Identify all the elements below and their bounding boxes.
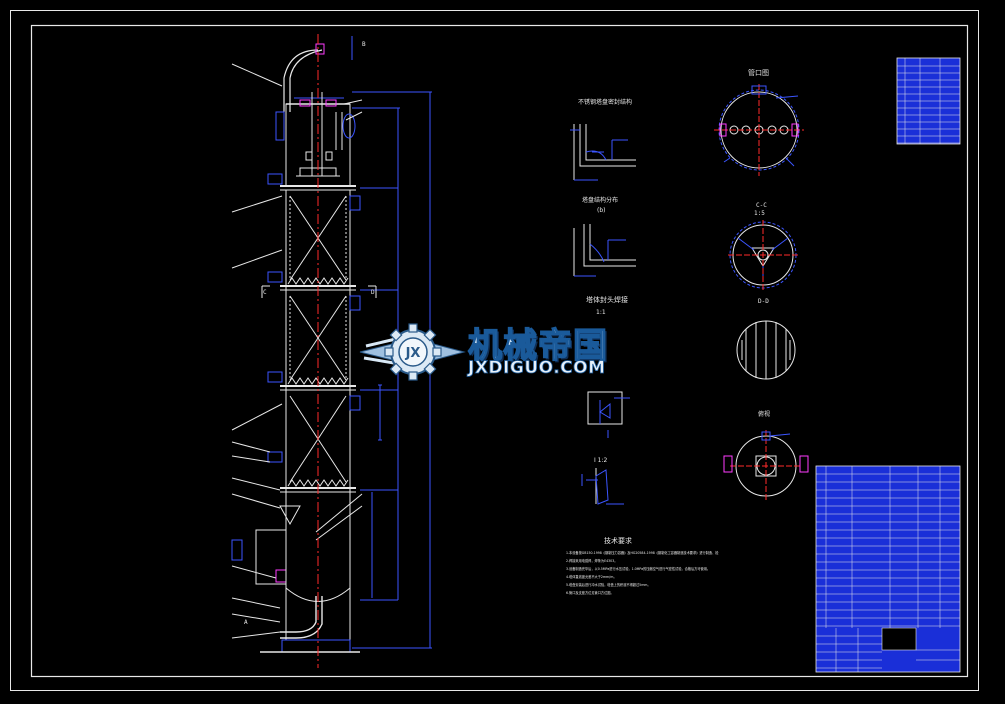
label-c: C (263, 289, 267, 296)
section-cc-scale: 1:5 (754, 210, 765, 217)
tech-line-5: 5.塔盘安装后进行冲水试验，塔盘上的积液不得超过5mm。 (566, 582, 651, 587)
tech-line-6: 6.管口及支座方位见管口方位图。 (566, 590, 614, 595)
section-dd-title: D-D (758, 298, 769, 305)
watermark-logo-text: JX (405, 346, 421, 361)
tech-line-4: 4.塔体直线度允差不大于2mm/m。 (566, 574, 617, 579)
label-d: D (371, 289, 375, 296)
detail4-title: I 1:2 (594, 457, 608, 464)
watermark-cn: 机械帝国 (467, 325, 608, 366)
tech-line-2: 2.焊接采用电弧焊，焊条为E4303。 (566, 558, 617, 563)
nozzle-view-title: 管口图 (748, 68, 769, 77)
watermark: JX 机械帝国 JXDIGUO.COM (356, 318, 656, 386)
tech-title: 技术要求 (604, 536, 632, 545)
parts-list-table (815, 465, 961, 673)
detail3-title: 塔体封头焊接 (586, 295, 628, 304)
detail-views: 不锈钢塔盘密封结构 塔盘结构分布 (b) 塔体封头焊接 1:1 I 1:2 (570, 98, 636, 505)
gear-wings-icon: JX (359, 323, 466, 381)
tech-line-3: 3.设备制造完毕后，以0.5MPa进行水压试验，1.0MPa的压缩空气进行气密性… (566, 566, 710, 571)
detail2-sub: (b) (597, 207, 606, 214)
tech-line-1: 1.本设备按GB150-1998《钢制压力容器》及HG20584-1998《钢制… (566, 550, 719, 555)
circle-views (714, 84, 809, 502)
detail3-scale: 1:1 (596, 309, 606, 316)
bottom-view-title: 俯视 (758, 410, 770, 418)
section-cc-title: C-C (756, 202, 767, 209)
table-grid (816, 58, 960, 672)
watermark-en: JXDIGUO.COM (468, 358, 606, 379)
inner-border (30, 24, 969, 678)
detail2-title: 塔盘结构分布 (582, 196, 618, 204)
label-a: A (244, 619, 248, 626)
tech-lines: 1.本设备按GB150-1998《钢制压力容器》及HG20584-1998《钢制… (566, 550, 719, 595)
detail1-title: 不锈钢塔盘密封结构 (578, 98, 632, 106)
label-b: B (362, 41, 366, 48)
outer-border (10, 10, 979, 691)
